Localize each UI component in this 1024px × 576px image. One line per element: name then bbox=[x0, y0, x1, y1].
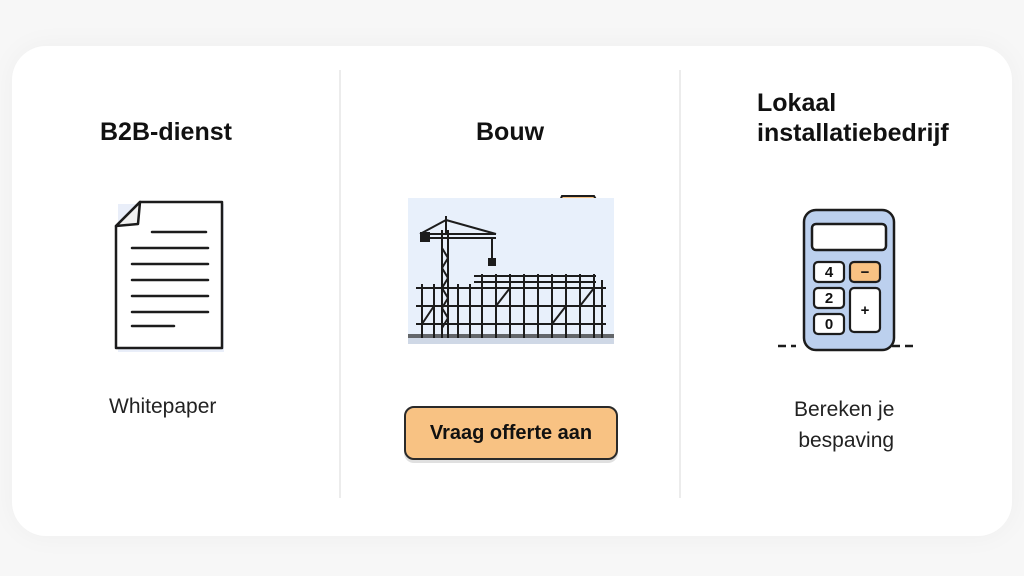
construction-site-image bbox=[408, 195, 614, 344]
column-title-b2b: B2B-dienst bbox=[100, 118, 232, 146]
calculator-key-4: 4 bbox=[825, 264, 834, 281]
column-divider-1 bbox=[339, 70, 341, 498]
column-title-local-installer: Lokaal installatiebedrijf bbox=[757, 88, 949, 148]
label-line-2: bespaving bbox=[798, 429, 895, 452]
calculator-key-2: 2 bbox=[825, 290, 833, 307]
column-b2b-service: B2B-dienst Whitepaper bbox=[0, 0, 340, 576]
request-quote-button[interactable]: Vraag offerte aan bbox=[404, 406, 618, 460]
calculator-key-plus: + bbox=[861, 302, 870, 319]
label-line-1: Bereken je bbox=[794, 398, 895, 421]
calculator-icon: 4 − 2 + 0 bbox=[778, 208, 914, 352]
column-divider-2 bbox=[679, 70, 681, 498]
calculator-key-minus: − bbox=[861, 264, 870, 281]
document-icon bbox=[114, 200, 224, 352]
column-title-construction: Bouw bbox=[476, 118, 545, 146]
whitepaper-label: Whitepaper bbox=[109, 395, 217, 418]
column-construction: Bouw bbox=[340, 0, 680, 576]
calculator-key-0: 0 bbox=[825, 316, 833, 333]
column-local-installer: Lokaal installatiebedrijf 4 − 2 + 0 Bere… bbox=[680, 0, 1020, 576]
title-line-1: Lokaal bbox=[757, 89, 837, 117]
title-line-2: installatiebedrijf bbox=[757, 119, 949, 147]
savings-calculator-label: Bereken je bespaving bbox=[794, 394, 894, 456]
